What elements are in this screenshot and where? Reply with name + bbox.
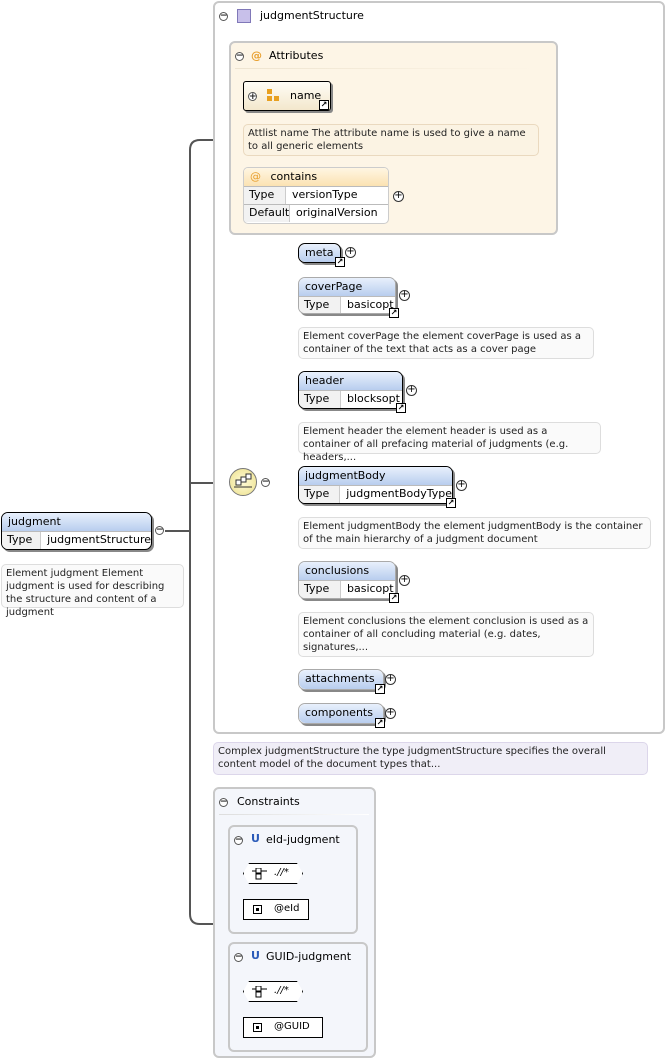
selector-node[interactable]: .//* bbox=[243, 981, 303, 1002]
attribute-group-label: name bbox=[290, 89, 322, 102]
element-judgmentbody-ref-icon: ↗ bbox=[446, 498, 456, 508]
complex-type-doc: Complex judgmentStructure the type judgm… bbox=[213, 742, 648, 775]
constraint-guid-judgment: − U GUID-judgment .//* @GUID bbox=[228, 942, 368, 1052]
attributes-at-icon: @ bbox=[251, 49, 262, 62]
field-xpath: @eId bbox=[274, 903, 300, 914]
constraint-name: GUID-judgment bbox=[266, 950, 352, 963]
element-judgmentbody[interactable]: judgmentBody Type judgmentBodyType bbox=[298, 466, 453, 504]
selector-xpath: .//* bbox=[274, 867, 289, 878]
attribute-group-ref-icon: ↗ bbox=[319, 100, 329, 110]
sequence-collapse-toggle[interactable]: − bbox=[261, 477, 270, 487]
root-collapse-toggle[interactable]: − bbox=[155, 525, 164, 535]
element-coverpage-doc: Element coverPage the element coverPage … bbox=[298, 327, 594, 359]
attribute-contains-name: contains bbox=[270, 170, 318, 183]
attributes-panel: − @ Attributes + name ↗ Attlist name The… bbox=[229, 41, 558, 235]
element-components-ref-icon: ↗ bbox=[375, 718, 385, 728]
complex-type-title: judgmentStructure bbox=[260, 9, 364, 22]
unique-constraint-icon: U bbox=[251, 949, 260, 962]
unique-constraint-icon: U bbox=[251, 832, 260, 845]
field-node[interactable]: @eId bbox=[243, 899, 309, 920]
attribute-group-expand-toggle[interactable]: + bbox=[248, 92, 257, 102]
constraint-collapse-toggle[interactable]: − bbox=[234, 952, 243, 962]
selector-xpath: .//* bbox=[274, 985, 289, 996]
element-conclusions-ref-icon: ↗ bbox=[389, 593, 399, 603]
element-header-doc: Element header the element header is use… bbox=[298, 422, 601, 463]
element-meta-expand-icon[interactable]: + bbox=[345, 246, 356, 258]
element-components-expand-icon[interactable]: + bbox=[385, 707, 396, 719]
field-node[interactable]: @GUID bbox=[243, 1017, 323, 1038]
constraint-collapse-toggle[interactable]: − bbox=[234, 835, 243, 845]
field-icon bbox=[253, 905, 262, 914]
constraint-name: eId-judgment bbox=[266, 833, 340, 846]
complex-collapse-toggle[interactable]: − bbox=[219, 11, 228, 21]
element-header-ref-icon: ↗ bbox=[396, 403, 406, 413]
field-xpath: @GUID bbox=[274, 1021, 310, 1032]
root-element-judgment[interactable]: judgment Type judgmentStructure bbox=[1, 512, 152, 550]
attribute-contains[interactable]: @ contains Type versionType Default orig… bbox=[243, 167, 389, 224]
selector-icon bbox=[252, 868, 268, 880]
element-attachments-ref-icon: ↗ bbox=[375, 684, 385, 694]
element-conclusions-expand-icon[interactable]: + bbox=[399, 574, 410, 586]
element-header[interactable]: header Type blocksopt bbox=[298, 371, 403, 409]
element-judgmentbody-doc: Element judgmentBody the element judgmen… bbox=[298, 517, 651, 549]
element-header-expand-icon[interactable]: + bbox=[406, 384, 417, 396]
selector-node[interactable]: .//* bbox=[243, 863, 303, 884]
attribute-contains-expand-icon[interactable]: + bbox=[393, 190, 404, 202]
constraints-title: Constraints bbox=[237, 795, 300, 808]
complex-type-panel: − judgmentStructure − @ Attributes + nam… bbox=[213, 1, 665, 734]
attribute-group-name[interactable]: + name ↗ bbox=[243, 81, 331, 111]
root-type-value: judgmentStructure bbox=[47, 533, 151, 546]
element-judgmentbody-expand-icon[interactable]: + bbox=[456, 479, 467, 491]
element-attachments-expand-icon[interactable]: + bbox=[385, 673, 396, 685]
element-conclusions[interactable]: conclusions Type basicopt bbox=[298, 561, 396, 599]
sequence-glyph-icon bbox=[234, 473, 252, 488]
constraint-eid-judgment: − U eId-judgment .//* @eId bbox=[228, 825, 358, 934]
root-type-key: Type bbox=[2, 532, 42, 549]
element-attachments[interactable]: attachments bbox=[298, 669, 384, 690]
element-coverpage[interactable]: coverPage Type basicopt bbox=[298, 277, 396, 314]
attribute-group-doc: Attlist name The attribute name is used … bbox=[243, 124, 539, 156]
attribute-contains-row: Type versionType bbox=[244, 186, 388, 204]
element-components[interactable]: components bbox=[298, 703, 384, 724]
element-conclusions-doc: Element conclusions the element conclusi… bbox=[298, 612, 594, 657]
sequence-compositor-icon[interactable] bbox=[229, 468, 257, 496]
element-meta-ref-icon: ↗ bbox=[335, 257, 345, 267]
attributes-collapse-toggle[interactable]: − bbox=[235, 51, 244, 61]
root-documentation: Element judgment Element judgment is use… bbox=[1, 564, 184, 618]
element-coverpage-expand-icon[interactable]: + bbox=[399, 289, 410, 301]
attribute-contains-at-icon: @ bbox=[250, 170, 261, 183]
selector-icon bbox=[252, 986, 268, 998]
attribute-contains-row: Default originalVersion bbox=[244, 204, 388, 222]
attribute-group-icon bbox=[267, 89, 280, 103]
element-meta[interactable]: meta bbox=[298, 243, 341, 263]
attributes-title: Attributes bbox=[269, 49, 324, 62]
root-element-name: judgment bbox=[2, 513, 151, 531]
element-coverpage-ref-icon: ↗ bbox=[389, 308, 399, 318]
constraints-collapse-toggle[interactable]: − bbox=[219, 797, 228, 807]
field-icon bbox=[253, 1023, 262, 1032]
constraints-panel: − Constraints − U eId-judgment .//* @eId… bbox=[213, 787, 376, 1058]
complex-type-icon bbox=[237, 9, 251, 23]
